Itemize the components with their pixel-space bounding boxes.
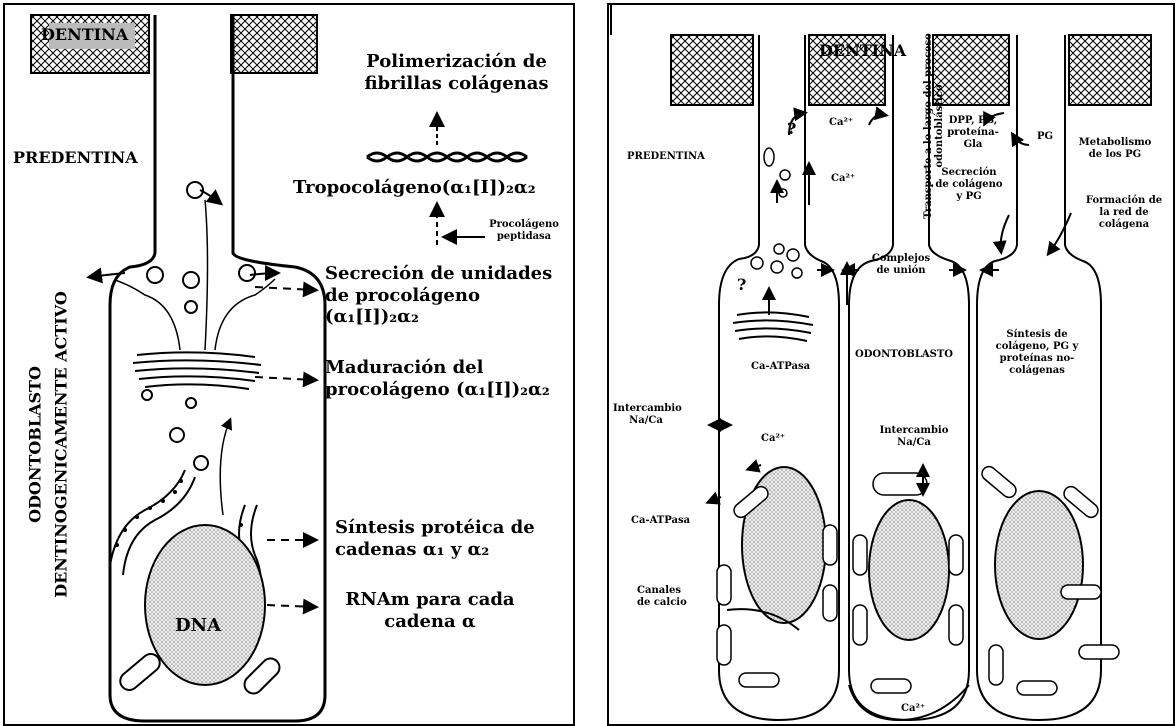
label-question-mid: ? [737,275,746,294]
label-secrecion: Secreción de colágeno y PG [935,167,1003,203]
label-ca-cell: Ca²⁺ [761,433,785,445]
label-intercambio-left: Intercambio Na/Ca [613,403,679,427]
label-ca-atpasa-2: Ca-ATPasa [631,515,690,527]
label-dentina: DENTINA [819,41,906,60]
dentina-block-right [231,15,317,73]
right-diagram-drawing [609,5,1173,724]
label-maduracion: Maduración del procolágeno (α₁[I])₂α₂ [325,357,567,400]
label-dna: DNA [175,615,221,637]
label-ca-atpasa-1: Ca-ATPasa [751,361,810,373]
label-canales: Canales de calcio [637,585,697,609]
label-dentina: DENTINA [41,25,128,44]
left-diagram-panel: DENTINA PREDENTINA Polimerización de fib… [3,3,575,726]
label-ca-top: Ca²⁺ [829,117,853,129]
label-pg: PG [1037,131,1053,143]
label-ca-bottom: Ca²⁺ [901,703,925,715]
label-predentina: PREDENTINA [13,148,138,167]
label-secrecion: Secreción de unidades de procolágeno (α₁… [325,263,567,328]
dentina-block-4 [1069,35,1151,105]
label-complejos: Complejos de unión [871,253,931,277]
label-formacion: Formación de la red de colágena [1081,195,1167,231]
golgi-stack [733,312,813,341]
nucleus-2 [869,500,949,640]
label-intercambio-mid: Intercambio Na/Ca [879,425,949,449]
label-ca-mid: Ca²⁺ [831,173,855,185]
label-odontoblasto-line2: DENTINOGENICAMENTE ACTIVO [52,275,71,615]
nucleus-3 [995,491,1083,639]
label-sintesis: Síntesis de colágeno, PG y proteínas no-… [989,329,1085,377]
golgi-apparatus [133,352,261,389]
label-tropocolageno: Tropocolágeno(α₁[I])₂α₂ [293,177,536,199]
dentina-block-1 [671,35,753,105]
label-odontoblasto: ODONTOBLASTO [855,349,953,361]
label-dpp: DPP, PG, proteína-Gla [943,115,1003,151]
label-metabolismo: Metabolismo de los PG [1075,137,1155,161]
nucleus [145,525,265,685]
label-procolageno-peptidasa: Procolágeno peptidasa [489,219,559,243]
label-sintesis: Síntesis protéica de cadenas α₁ y α₂ [335,517,555,560]
label-rnam: RNAm para cada cadena α [335,589,525,632]
label-predentina: PREDENTINA [627,151,705,163]
label-polimerizacion: Polimerización de fibrillas colágenas [349,51,564,94]
right-diagram-panel: DENTINA PREDENTINA Transporte a lo largo… [607,3,1175,726]
label-question-top: ? [787,119,796,138]
label-odontoblasto-line1: ODONTOBLASTO [26,275,45,615]
